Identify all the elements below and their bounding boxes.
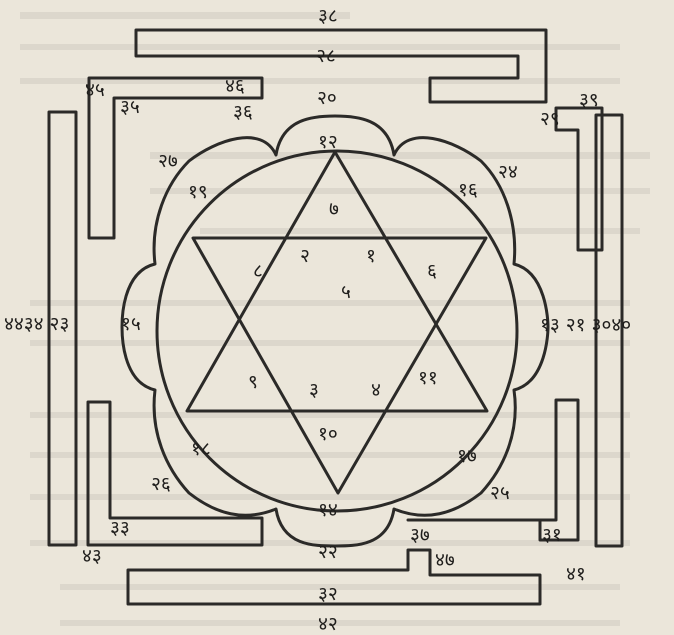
label-44-34-23: ४४३४ २३ [4,313,69,335]
label-26: २६ [151,473,171,495]
frame-top [136,30,546,102]
label-17: १७ [457,445,477,467]
label-9: ९ [248,371,258,393]
label-5: ५ [341,281,351,303]
label-32: ३२ [318,583,338,605]
label-36: ३६ [233,101,253,123]
label-39: ३९ [579,89,599,111]
label-25: २५ [490,482,510,504]
label-24: २४ [498,161,518,183]
label-15: १५ [121,313,141,335]
label-31: ३१ [542,524,562,546]
label-46: ४६ [225,75,245,97]
label-27: २७ [158,150,178,172]
label-8: ८ [253,260,263,282]
label-16: १६ [458,179,478,201]
label-35: ३५ [120,96,140,118]
label-20: २० [317,87,337,109]
label-13-21-30-40: १३ २१ ३०४० [540,314,631,336]
label-45: ४५ [85,79,105,101]
label-42: ४२ [318,613,338,635]
label-6: ६ [427,260,437,282]
label-28: २८ [316,45,336,67]
label-2: २ [300,245,310,267]
label-4: ४ [371,379,381,401]
label-1: १ [366,245,376,267]
label-33: ३३ [110,517,130,539]
label-19: १९ [188,181,208,203]
label-11: ११ [418,367,438,389]
label-7: ७ [329,198,339,220]
label-14: १४ [318,499,338,521]
label-22: २२ [318,541,338,563]
label-10: १० [318,423,338,445]
label-43: ४३ [82,545,102,567]
label-38: ३८ [318,5,338,27]
label-29: २९ [540,108,560,130]
label-47: ४७ [435,549,455,571]
label-3: ३ [309,379,319,401]
label-12: १२ [318,131,338,153]
label-18: १८ [191,438,211,460]
label-37: ३७ [410,524,430,546]
lotus-petals [122,116,548,546]
label-41: ४१ [566,563,586,585]
